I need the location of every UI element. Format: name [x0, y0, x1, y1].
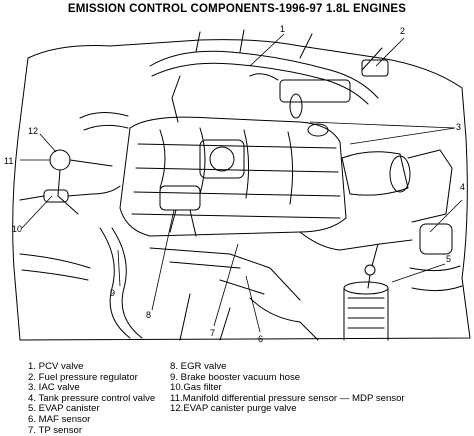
callout-5: 5 [446, 254, 451, 264]
legend-item: 4. Tank pressure control valve [28, 392, 156, 404]
engine-drawing: 1 2 3 4 5 6 7 8 9 10 11 12 [4, 24, 471, 344]
callout-3: 3 [456, 122, 461, 132]
callout-7: 7 [210, 328, 215, 338]
legend-item: 11.Manifold differential pressure sensor… [170, 392, 405, 404]
throttle-body [199, 139, 245, 179]
evap-purge-valve [49, 149, 71, 171]
intake-manifold [119, 116, 347, 237]
legend-item: 12.EVAP canister purge valve [170, 403, 297, 415]
intake-duct [149, 50, 379, 99]
brake-booster-hose [99, 227, 131, 339]
callout-2: 2 [400, 26, 405, 36]
legend-item: 3. IAC valve [28, 382, 80, 394]
legend-item: 1. PCV valve [28, 361, 84, 372]
callout-11: 11 [4, 156, 13, 166]
diagram-title: EMISSION CONTROL COMPONENTS-1996-97 1.8L… [67, 3, 407, 15]
legend-left: 1. PCV valve 2. Fuel pressure regulator … [28, 361, 156, 436]
callout-9: 9 [110, 288, 115, 298]
callout-10: 10 [12, 224, 22, 234]
legend-item: 10.Gas filter [170, 382, 222, 394]
fuel-pressure-regulator [361, 59, 389, 77]
callout-12: 12 [28, 126, 38, 136]
engine-bay-outline [12, 39, 471, 341]
legend-item: 6. MAF sensor [28, 413, 91, 425]
tank-pressure-control-valve [364, 264, 376, 276]
legend-item: 2. Fuel pressure regulator [28, 371, 138, 383]
legend-item: 7. TP sensor [28, 424, 83, 436]
callout-4: 4 [460, 182, 465, 192]
legend-item: 5. EVAP canister [28, 403, 100, 415]
callout-6: 6 [258, 334, 263, 344]
evap-canister [343, 281, 389, 295]
legend-item: 9. Brake booster vacuum hose [170, 371, 301, 383]
legend-right: 8. EGR valve 9. Brake booster vacuum hos… [170, 361, 405, 415]
callout-leaders [20, 33, 463, 333]
legend-item: 8. EGR valve [170, 361, 227, 372]
maf-sensor [341, 151, 409, 196]
egr-valve [159, 185, 201, 211]
callout-8: 8 [146, 310, 151, 320]
callout-1: 1 [280, 24, 285, 34]
